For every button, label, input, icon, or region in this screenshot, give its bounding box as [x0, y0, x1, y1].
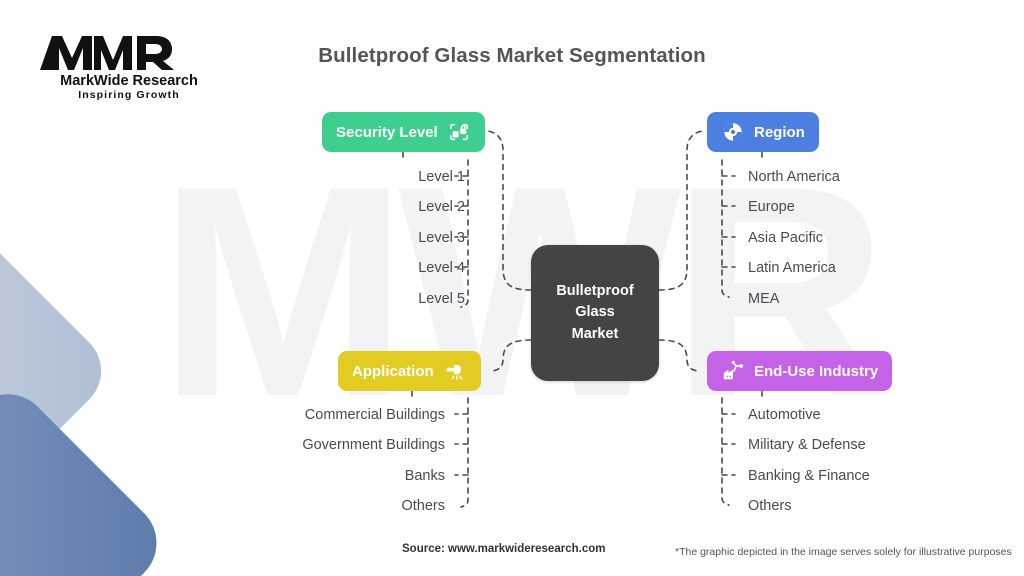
- branch-label-end-use-industry: End-Use Industry: [754, 362, 879, 380]
- connector-center-to-security: [486, 130, 532, 291]
- list-item[interactable]: MEA: [748, 290, 780, 307]
- list-item[interactable]: Banking & Finance: [748, 467, 870, 484]
- spine-application: [460, 397, 469, 508]
- list-item[interactable]: Others: [401, 498, 445, 515]
- connector-center-to-application: [489, 339, 532, 372]
- disclaimer-text: *The graphic depicted in the image serve…: [675, 546, 1012, 558]
- branch-badge-security-level[interactable]: Security Level: [322, 112, 485, 152]
- branch-items-application: Commercial Buildings Government Building…: [225, 400, 445, 522]
- lock-scan-icon: [447, 120, 471, 144]
- source-text: Source: www.markwideresearch.com: [402, 543, 606, 555]
- spine-region: [721, 159, 730, 298]
- center-node-line3: Market: [571, 325, 619, 342]
- connector-center-to-region: [658, 130, 704, 291]
- list-item[interactable]: Commercial Buildings: [304, 407, 445, 423]
- list-item[interactable]: Automotive: [748, 407, 821, 423]
- factory-robot-icon: [721, 359, 745, 383]
- list-item[interactable]: Latin America: [748, 260, 836, 277]
- decorative-corner-shapes: [0, 224, 157, 576]
- branch-badge-end-use-industry[interactable]: End-Use Industry: [707, 351, 893, 391]
- list-item[interactable]: Level 2: [418, 199, 465, 216]
- globe-icon: [721, 120, 745, 144]
- list-item[interactable]: Level 4: [418, 260, 465, 277]
- center-node-line1: Bulletproof: [556, 283, 634, 300]
- branch-items-end-use-industry: Automotive Military & Defense Banking & …: [748, 400, 978, 522]
- hammer-icon: [443, 359, 467, 383]
- company-logo: MarkWide Research Inspiring Growth: [40, 36, 198, 101]
- connector-center-to-enduse: [658, 339, 701, 372]
- list-item[interactable]: Asia Pacific: [748, 229, 823, 246]
- list-item[interactable]: Banks: [404, 467, 445, 484]
- list-item[interactable]: Others: [748, 498, 792, 515]
- list-item[interactable]: North America: [748, 169, 840, 185]
- list-item[interactable]: Level 3: [418, 229, 465, 246]
- branch-badge-region[interactable]: Region: [707, 112, 819, 152]
- center-node-line2: Glass: [575, 304, 615, 321]
- branch-label-region: Region: [754, 123, 805, 141]
- list-item[interactable]: Government Buildings: [302, 437, 445, 454]
- branch-items-security-level: Level 1 Level 2 Level 3 Level 4 Level 5: [300, 162, 465, 314]
- logo-tagline: Inspiring Growth: [78, 89, 180, 101]
- logo-company-name: MarkWide Research: [60, 73, 198, 89]
- list-item[interactable]: Military & Defense: [748, 437, 866, 454]
- list-item[interactable]: Level 1: [418, 169, 465, 185]
- branch-items-region: North America Europe Asia Pacific Latin …: [748, 162, 968, 314]
- branch-badge-application[interactable]: Application: [338, 351, 481, 391]
- branch-label-application: Application: [352, 362, 434, 380]
- branch-label-security-level: Security Level: [336, 123, 438, 141]
- center-node[interactable]: Bulletproof Glass Market: [531, 245, 659, 381]
- page-title: Bulletproof Glass Market Segmentation: [318, 44, 706, 67]
- list-item[interactable]: Europe: [748, 199, 795, 216]
- spine-enduse: [721, 397, 730, 506]
- list-item[interactable]: Level 5: [418, 290, 465, 307]
